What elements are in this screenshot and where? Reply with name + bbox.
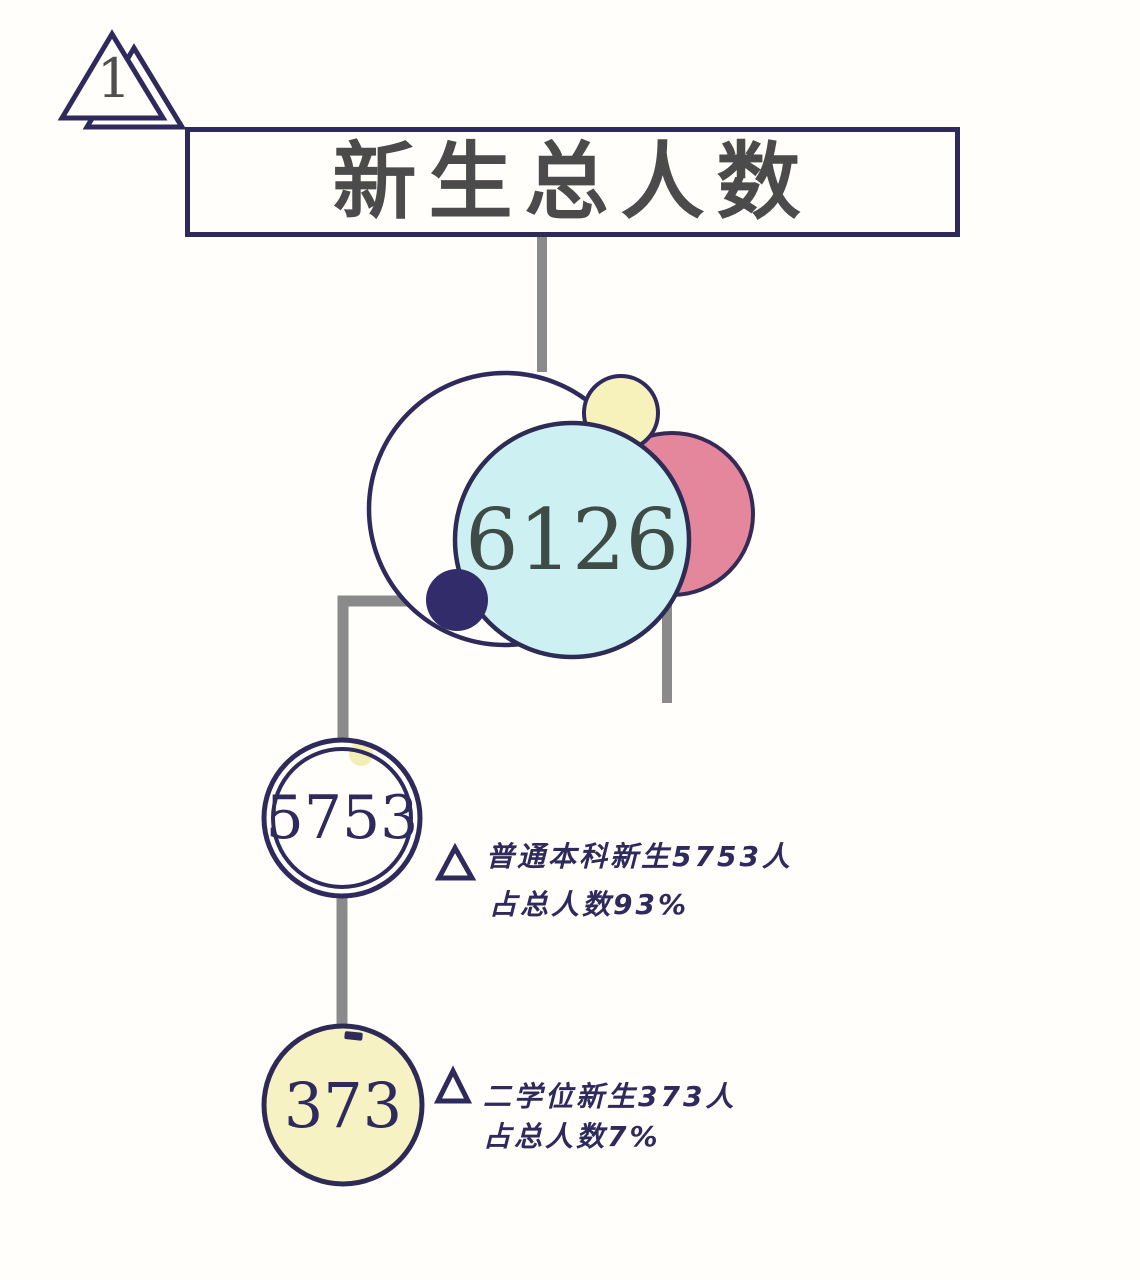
total-count: 6126 — [465, 491, 679, 589]
sub1-description-line1: 普通本科新生5753人 — [486, 840, 793, 873]
sub2-circle — [261, 1023, 425, 1187]
sub1-description-line2: 占总人数93% — [489, 888, 690, 921]
sub2-dash-mark — [344, 1031, 363, 1041]
triangle-bullet-icon — [434, 842, 477, 881]
sub1-circle-fill — [264, 740, 420, 896]
sub1-count: 5753 — [265, 783, 419, 853]
sub2-description-line1: 二学位新生373人 — [483, 1080, 737, 1113]
title-box: 新生总人数 — [185, 127, 960, 237]
sub2-description-line2: 占总人数7% — [483, 1120, 661, 1153]
total-circle-cyan — [452, 420, 692, 660]
badge-triangle-front — [57, 29, 168, 121]
sub2-count: 373 — [283, 1068, 403, 1142]
sub1-ring-inner — [271, 747, 413, 889]
sub1-ring-outer — [261, 737, 423, 899]
total-dot-indigo — [426, 569, 488, 631]
badge-number: 1 — [96, 47, 132, 110]
sub1-mini-dot — [349, 742, 373, 766]
triangle-bullet-icon — [433, 1065, 473, 1104]
page-title: 新生总人数 — [332, 135, 813, 229]
